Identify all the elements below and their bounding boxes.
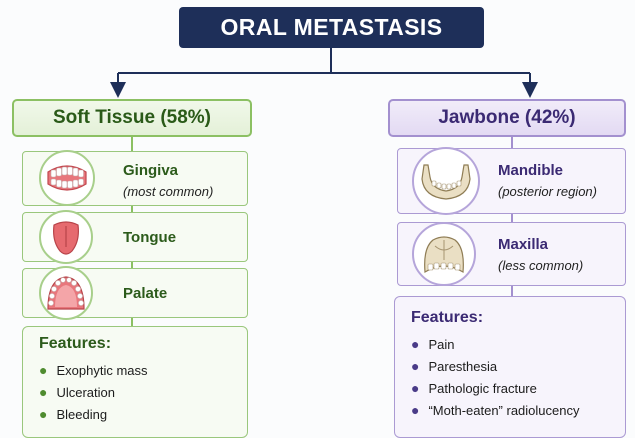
bullet-icon: ●: [39, 381, 47, 403]
soft-features-title: Features:: [39, 335, 111, 353]
jaw-features-title: Features:: [411, 309, 483, 327]
jawbone-header: Jawbone (42%): [388, 99, 626, 137]
list-item: ●Pain: [411, 333, 580, 355]
gingiva-label: Gingiva: [123, 162, 213, 179]
bullet-icon: ●: [411, 355, 419, 377]
bullet-icon: ●: [411, 333, 419, 355]
gingiva-item: Gingiva (most common): [22, 151, 248, 206]
gingiva-icon: [39, 150, 95, 206]
page-title: ORAL METASTASIS: [179, 7, 484, 48]
bullet-icon: ●: [39, 403, 47, 425]
list-item: ●Bleeding: [39, 403, 148, 425]
mandible-label: Mandible: [498, 162, 597, 179]
list-item: ●Paresthesia: [411, 355, 580, 377]
bullet-icon: ●: [39, 359, 47, 381]
mandible-note: (posterior region): [498, 184, 597, 199]
palate-label: Palate: [123, 285, 167, 302]
soft-tissue-features: Features: ●Exophytic mass ●Ulceration ●B…: [22, 326, 248, 438]
bullet-icon: ●: [411, 399, 419, 421]
list-item: ●Pathologic fracture: [411, 377, 580, 399]
tongue-label: Tongue: [123, 229, 176, 246]
maxilla-note: (less common): [498, 258, 583, 273]
tongue-icon: [39, 210, 93, 264]
gingiva-note: (most common): [123, 184, 213, 199]
tongue-item: Tongue: [22, 212, 248, 262]
bullet-icon: ●: [411, 377, 419, 399]
list-item: ●Exophytic mass: [39, 359, 148, 381]
maxilla-item: Maxilla (less common): [397, 222, 626, 286]
jawbone-features: Features: ●Pain ●Paresthesia ●Pathologic…: [394, 296, 626, 438]
palate-icon: [39, 266, 93, 320]
maxilla-label: Maxilla: [498, 236, 583, 253]
palate-item: Palate: [22, 268, 248, 318]
soft-tissue-header: Soft Tissue (58%): [12, 99, 252, 137]
list-item: ●Ulceration: [39, 381, 148, 403]
mandible-item: Mandible (posterior region): [397, 148, 626, 214]
list-item: ●“Moth-eaten” radiolucency: [411, 399, 580, 421]
maxilla-icon: [412, 222, 476, 286]
mandible-icon: [412, 147, 480, 215]
